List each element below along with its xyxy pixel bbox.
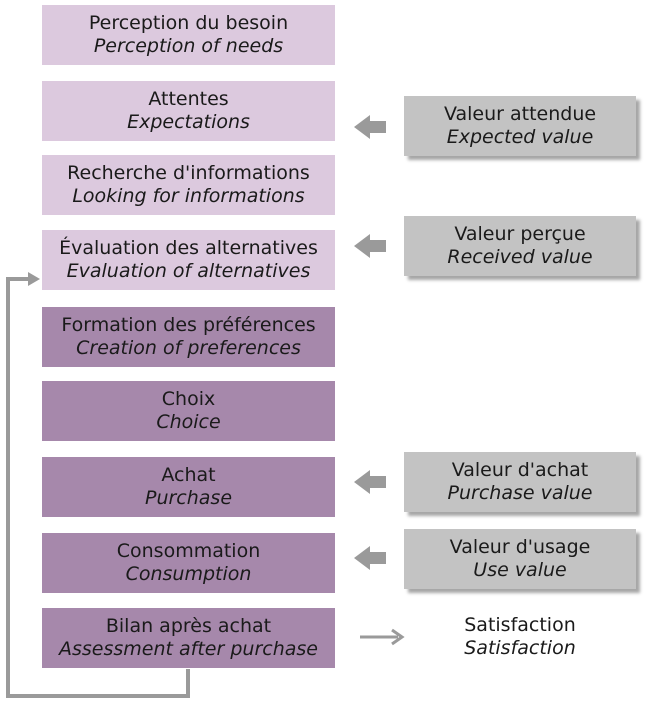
step-label-fr: Formation des préférences <box>61 314 316 336</box>
arrow-to-satisfaction-head <box>391 628 405 646</box>
step-expectations: Attentes Expectations <box>42 81 335 141</box>
step-creation-of-preferences: Formation des préférences Creation of pr… <box>42 307 335 367</box>
step-label-en: Perception of needs <box>93 35 284 57</box>
step-assessment-after-purchase: Bilan après achat Assessment after purch… <box>42 608 335 668</box>
step-label-en: Assessment after purchase <box>59 638 318 660</box>
value-box-purchase: Valeur d'achat Purchase value <box>404 452 636 512</box>
outcome-satisfaction: Satisfaction Satisfaction <box>430 612 610 662</box>
step-label-fr: Attentes <box>148 88 229 110</box>
step-label-en: Purchase <box>144 487 233 509</box>
arrow-received-value <box>354 234 386 258</box>
step-label-fr: Perception du besoin <box>88 12 289 34</box>
step-perception-of-needs: Perception du besoin Perception of needs <box>42 5 335 65</box>
step-choice: Choix Choice <box>42 381 335 441</box>
step-label-fr: Bilan après achat <box>105 615 272 637</box>
step-purchase: Achat Purchase <box>42 457 335 517</box>
value-label-fr: Valeur attendue <box>443 103 597 125</box>
value-box-use: Valeur d'usage Use value <box>404 529 636 589</box>
outcome-label-fr: Satisfaction <box>464 614 576 636</box>
value-label-en: Purchase value <box>447 482 593 504</box>
value-label-fr: Valeur perçue <box>454 223 586 245</box>
value-label-fr: Valeur d'achat <box>451 459 589 481</box>
value-box-expected: Valeur attendue Expected value <box>404 96 636 156</box>
arrow-use-value <box>354 546 386 570</box>
value-label-en: Use value <box>473 559 567 581</box>
step-label-en: Looking for informations <box>72 185 305 207</box>
step-label-en: Choice <box>156 411 221 433</box>
arrow-purchase-value <box>354 470 386 494</box>
step-label-fr: Achat <box>161 464 216 486</box>
step-looking-for-informations: Recherche d'informations Looking for inf… <box>42 155 335 215</box>
value-label-fr: Valeur d'usage <box>449 536 591 558</box>
step-consumption: Consommation Consumption <box>42 533 335 593</box>
step-label-en: Evaluation of alternatives <box>66 260 311 282</box>
feedback-loop-arrowhead <box>28 272 40 286</box>
step-label-fr: Choix <box>161 388 216 410</box>
step-evaluation-of-alternatives: Évaluation des alternatives Evaluation o… <box>42 230 335 290</box>
arrow-expected-value <box>354 115 386 139</box>
feedback-loop-line <box>6 277 190 698</box>
step-label-fr: Consommation <box>116 540 261 562</box>
value-label-en: Received value <box>447 246 593 268</box>
value-label-en: Expected value <box>446 126 594 148</box>
step-label-en: Consumption <box>125 563 252 585</box>
step-label-fr: Évaluation des alternatives <box>59 237 318 259</box>
outcome-label-en: Satisfaction <box>464 637 576 659</box>
step-label-en: Expectations <box>127 111 250 133</box>
step-label-en: Creation of preferences <box>76 337 301 359</box>
value-box-received: Valeur perçue Received value <box>404 216 636 276</box>
step-label-fr: Recherche d'informations <box>67 162 310 184</box>
